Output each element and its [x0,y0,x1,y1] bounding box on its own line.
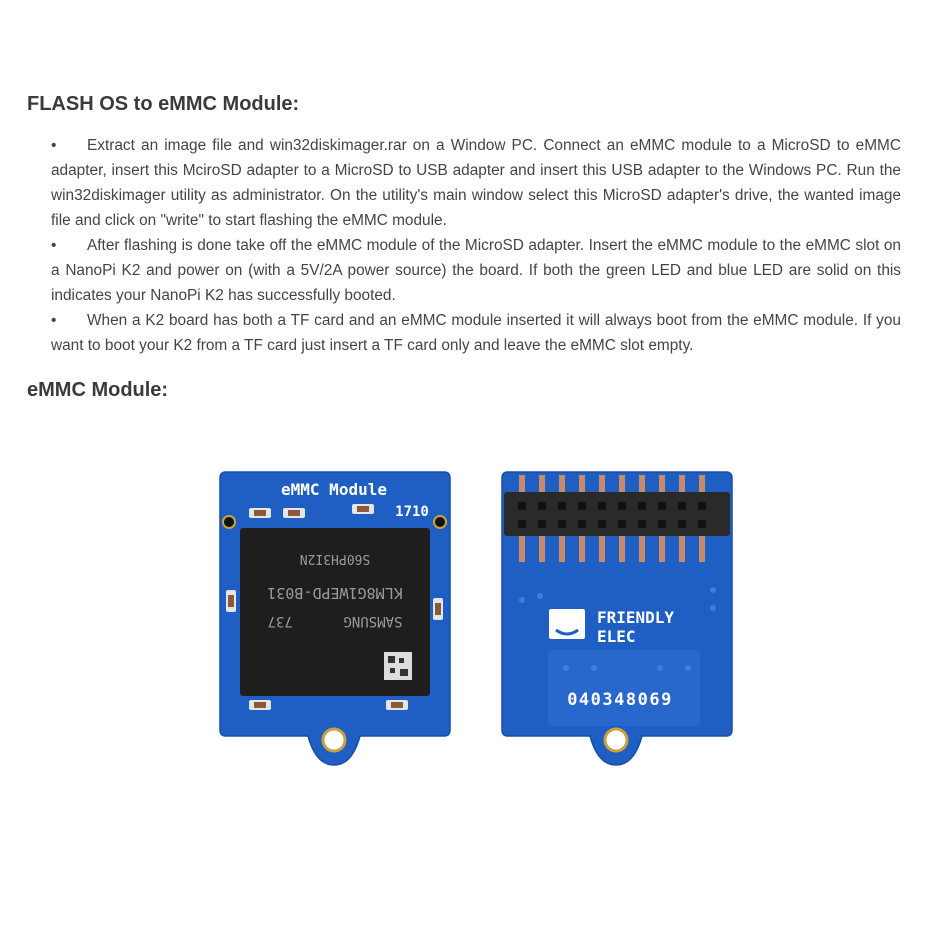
header-socket [538,502,546,510]
chip-marking: KLM8G1WEPD-B031 [267,584,402,602]
header-pin [699,475,705,493]
date-code: 1710 [395,504,429,520]
header-socket [578,502,586,510]
header-pin [639,536,645,562]
header-socket [638,502,646,510]
header-pin [599,536,605,562]
bullet: • [51,137,57,154]
header-socket [658,520,666,528]
header-pin [539,475,545,493]
emmc-module-photo: eMMC Module 1710 S60PH3I2N KLM8G1WEPD-B0… [0,420,940,780]
bullet: • [51,312,57,329]
module-label: eMMC Module [281,480,387,499]
header-socket [658,502,666,510]
section-title-emmc-module: eMMC Module: [27,379,169,401]
header-socket [638,520,646,528]
header-pin [619,536,625,562]
list-item-text: After flashing is done take off the eMMC… [51,237,901,304]
header-pin [599,475,605,493]
header-socket [598,520,606,528]
header-socket [698,520,706,528]
header-pin [579,475,585,493]
header-socket [698,502,706,510]
header-pin [659,536,665,562]
section-title-flash-os: FLASH OS to eMMC Module: [27,93,300,115]
emmc-back-board: FRIENDLY ELEC 040348069 [501,471,733,766]
chip-marking: SAMSUNG 737 [268,613,403,629]
header-socket [558,502,566,510]
header-socket [678,520,686,528]
chip-marking: S60PH3I2N [300,551,370,566]
list-item: •Extract an image file and win32diskimag… [51,133,901,233]
header-pin [619,475,625,493]
list-item-text: When a K2 board has both a TF card and a… [51,312,901,354]
header-socket [538,520,546,528]
header-socket [678,502,686,510]
header-pin [559,536,565,562]
header-pin [519,536,525,562]
brand-line-2: ELEC [597,627,636,646]
brand-line-1: FRIENDLY [597,608,674,627]
emmc-front-board: eMMC Module 1710 S60PH3I2N KLM8G1WEPD-B0… [219,471,451,766]
header-pin [519,475,525,493]
header-pin [559,475,565,493]
header-pin [579,536,585,562]
header-pin [699,536,705,562]
header-socket [578,520,586,528]
header-pin [679,475,685,493]
header-pin [659,475,665,493]
instruction-list: •Extract an image file and win32diskimag… [51,133,901,358]
header-socket [558,520,566,528]
bullet: • [51,237,57,254]
list-item: •When a K2 board has both a TF card and … [51,308,901,358]
header-pin [639,475,645,493]
list-item-text: Extract an image file and win32diskimage… [51,137,901,229]
header-socket [518,502,526,510]
header-socket [618,502,626,510]
pin-header [504,492,730,536]
header-pin [679,536,685,562]
flash-chip [240,528,430,696]
list-item: •After flashing is done take off the eMM… [51,233,901,308]
header-pin [539,536,545,562]
header-socket [618,520,626,528]
header-socket [598,502,606,510]
header-socket [518,520,526,528]
serial-number: 040348069 [567,690,673,710]
